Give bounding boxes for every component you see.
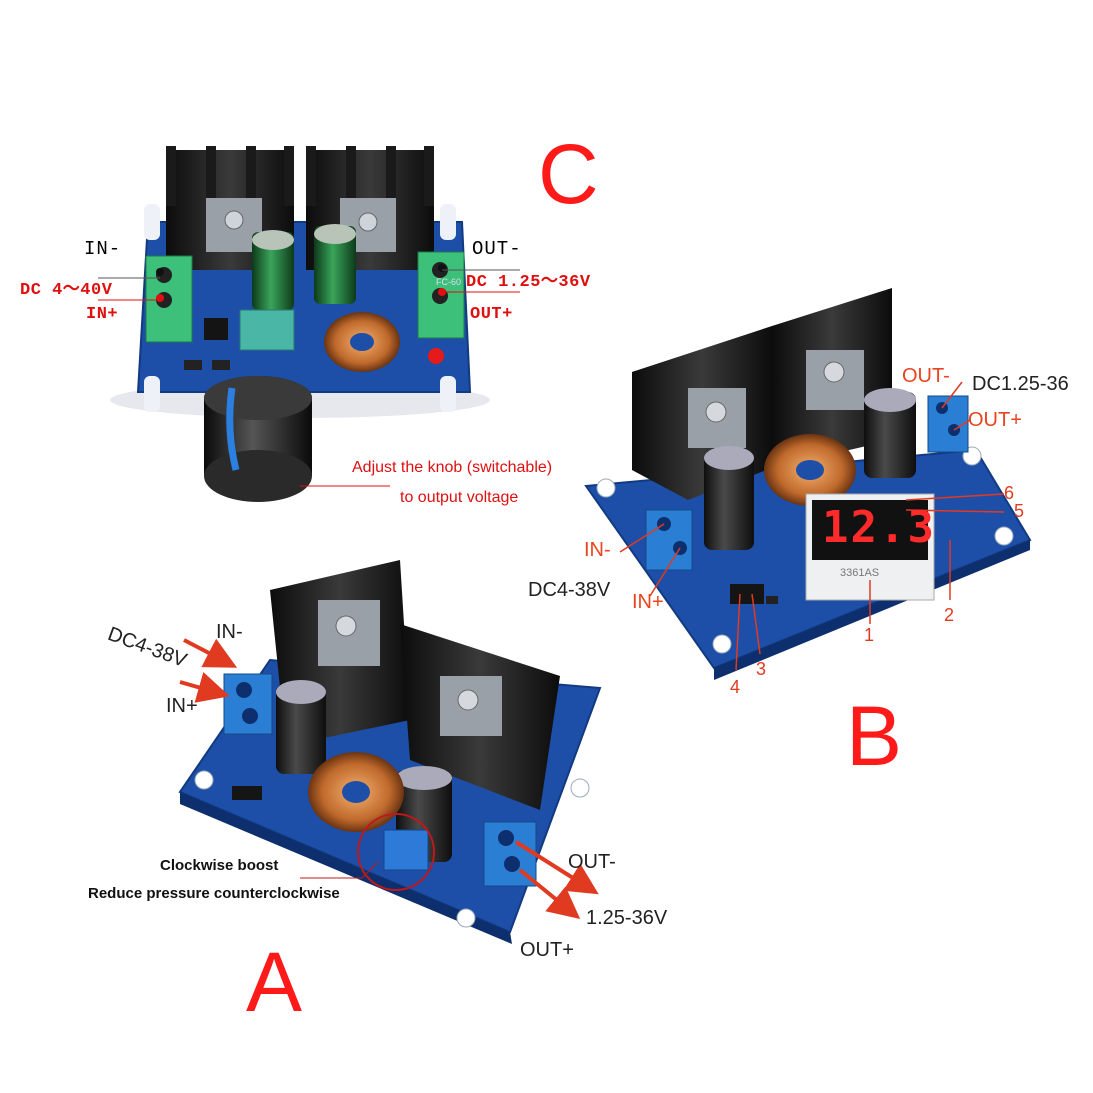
- b-callout-4: 4: [730, 677, 741, 697]
- c-knob-note-1: Adjust the knob (switchable): [352, 459, 553, 476]
- b-in-range-label: DC4-38V: [528, 579, 611, 601]
- b-display-mark: 3361AS: [840, 567, 880, 579]
- c-board-mark: FC-60: [436, 277, 462, 287]
- board-c: [98, 146, 520, 502]
- terminal-c-in: [145, 255, 193, 343]
- heatsink-a: [270, 560, 560, 810]
- c-in-plus-label: IN+: [86, 305, 119, 324]
- b-out-plus-label: OUT+: [968, 409, 1022, 431]
- b-callout-5: 5: [1014, 501, 1025, 521]
- a-in-minus-label: IN-: [216, 621, 243, 643]
- a-pot-note-1: Clockwise boost: [160, 857, 279, 874]
- a-out-plus-label: OUT+: [520, 939, 574, 961]
- c-in-range-label: DC 4～40V: [20, 281, 113, 300]
- terminal-c-out: [417, 251, 465, 339]
- c-out-plus-label: OUT+: [470, 305, 513, 324]
- a-out-minus-label: OUT-: [568, 851, 616, 873]
- knob-c: [204, 376, 312, 502]
- board-a: [178, 560, 602, 944]
- b-in-minus-label: IN-: [584, 539, 611, 561]
- b-out-minus-label: OUT-: [902, 365, 950, 387]
- a-in-plus-label: IN+: [166, 695, 198, 717]
- b-in-plus-label: IN+: [632, 591, 664, 613]
- panel-tag-a: A: [246, 935, 303, 1029]
- b-callout-2: 2: [944, 605, 955, 625]
- b-out-range-label: DC1.25-36: [972, 373, 1069, 395]
- heatsink-c-left: [166, 146, 294, 270]
- b-display-value: 12.3: [822, 502, 936, 553]
- board-b: [584, 288, 1032, 680]
- c-out-minus-label: OUT-: [472, 238, 522, 260]
- c-knob-note-2: to output voltage: [400, 489, 519, 506]
- a-pot-note-2: Reduce pressure counterclockwise: [88, 885, 340, 902]
- c-in-minus-label: IN-: [84, 238, 122, 260]
- b-callout-6: 6: [1004, 483, 1015, 503]
- a-out-range-label: 1.25-36V: [586, 907, 668, 929]
- panel-tag-c: C: [538, 127, 599, 221]
- b-callout-3: 3: [756, 659, 767, 679]
- b-callout-1: 1: [864, 625, 875, 645]
- c-out-range-label: DC 1.25～36V: [466, 273, 591, 292]
- panel-tag-b: B: [846, 689, 903, 783]
